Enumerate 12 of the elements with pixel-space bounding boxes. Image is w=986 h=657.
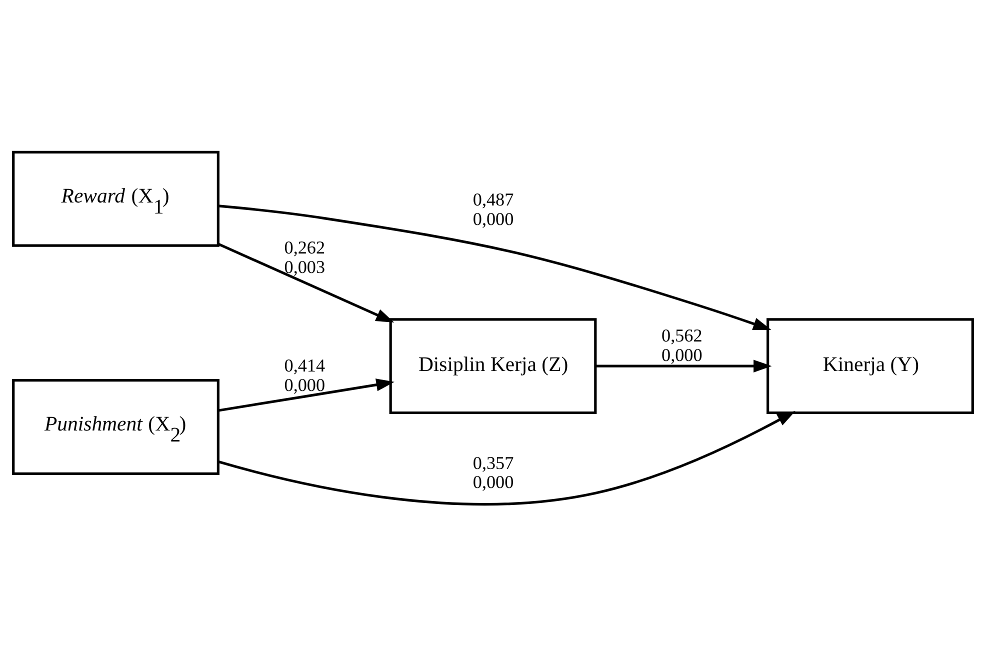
node-box: Disiplin Kerja (Z) (389, 318, 597, 414)
edge-label: 0,562 0,000 (662, 326, 702, 366)
edge-label: 0,357 0,000 (472, 452, 514, 492)
arrow (218, 378, 394, 412)
arrow (596, 360, 772, 372)
edge-label: 0,262 0,003 (284, 238, 326, 278)
edge-label: 0,414 0,000 (284, 356, 326, 395)
arrow (218, 204, 772, 330)
edge-label: 0,487 0,000 (472, 190, 514, 230)
arrow (218, 411, 796, 506)
node-box: Kinerja (Y) (766, 318, 974, 414)
arrow (218, 242, 394, 323)
